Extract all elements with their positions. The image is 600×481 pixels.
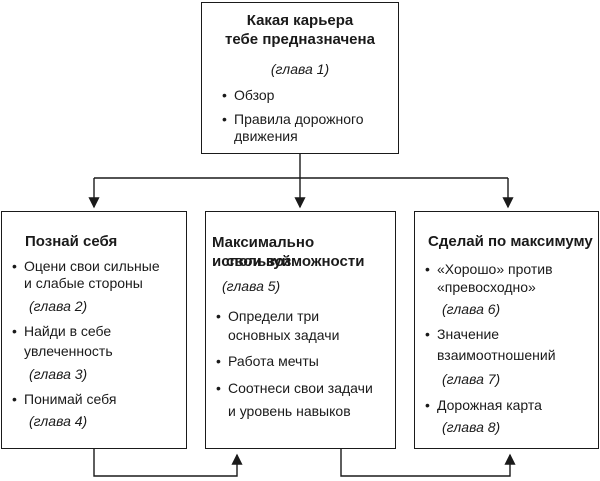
left-box-chapter-2: (глава 2) xyxy=(29,298,88,314)
middle-box-title-line1: Максимально используй xyxy=(212,234,315,270)
left-box-item-understand: •Понимай себя xyxy=(12,391,117,407)
middle-box-title-line2: свои возможности xyxy=(226,253,365,270)
right-box-item-roadmap: •Дорожная карта xyxy=(425,397,542,413)
middle-box-item-match-cont: и уровень навыков xyxy=(228,403,351,419)
middle-box-item-three-tasks: •Определи три xyxy=(216,308,320,324)
top-box-item-overview: •Обзор xyxy=(222,87,275,103)
top-box-title-line2: тебе предназначена xyxy=(225,31,375,48)
top-box: Какая карьера тебе предназначена (глава … xyxy=(201,2,399,154)
left-box-item-strengths: •Оцени свои сильные xyxy=(12,258,160,274)
right-box-item-good-vs-great-cont: «превосходно» xyxy=(437,279,536,295)
right-box-title: Сделай по максимуму xyxy=(428,233,593,250)
left-box: Познай себя •Оцени свои сильные и слабые… xyxy=(1,211,187,449)
right-box-item-relationships: •Значение xyxy=(425,326,500,342)
left-box-chapter-4: (глава 4) xyxy=(29,413,88,429)
top-box-item-rules-cont: движения xyxy=(234,128,298,144)
right-box: Сделай по максимуму •«Хорошо» против «пр… xyxy=(414,211,599,449)
right-box-chapter-8: (глава 8) xyxy=(442,419,501,435)
left-box-item-passion: •Найди в себе xyxy=(12,323,112,339)
middle-box-item-dream-job: •Работа мечты xyxy=(216,353,319,369)
top-box-title-line1: Какая карьера xyxy=(246,12,354,29)
middle-box-item-match: •Соотнеси свои задачи xyxy=(216,380,373,396)
left-box-item-passion-cont: увлеченность xyxy=(24,343,113,359)
right-box-item-good-vs-great: •«Хорошо» против xyxy=(425,261,553,277)
top-box-chapter: (глава 1) xyxy=(270,61,330,77)
left-box-chapter-3: (глава 3) xyxy=(29,366,88,382)
right-box-chapter-7: (глава 7) xyxy=(442,371,501,387)
middle-box-chapter: (глава 5) xyxy=(222,278,281,294)
right-box-item-relationships-cont: взаимоотношений xyxy=(437,347,556,363)
bottom-right-connector xyxy=(340,449,516,477)
middle-box: Максимально используй свои возможности (… xyxy=(205,211,396,449)
bottom-left-connector xyxy=(93,449,243,477)
left-box-title: Познай себя xyxy=(25,233,118,250)
left-box-item-strengths-cont: и слабые стороны xyxy=(24,275,143,291)
top-box-item-rules: •Правила дорожного xyxy=(222,111,364,127)
middle-box-item-three-tasks-cont: основных задачи xyxy=(228,327,340,343)
right-box-chapter-6: (глава 6) xyxy=(442,301,501,317)
